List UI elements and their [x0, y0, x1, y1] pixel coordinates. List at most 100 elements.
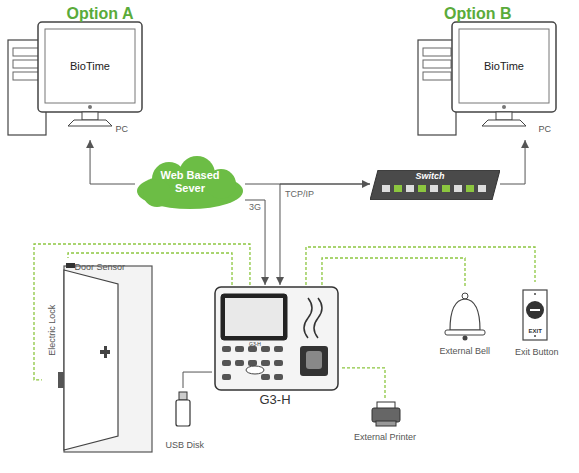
- switch-port: [478, 185, 486, 192]
- switch-port: [382, 185, 390, 192]
- keypad-keys-part: [261, 346, 270, 352]
- usb-disk-illustration: [176, 392, 190, 426]
- exit-button-illustration-part: [534, 335, 536, 337]
- printer-illustration-part: [376, 421, 396, 426]
- bell-illustration-part: [450, 299, 480, 330]
- switch-port: [406, 185, 414, 192]
- g3h-device-illustration-part: [314, 298, 322, 338]
- switch-port: [418, 185, 426, 192]
- bell-illustration-part: [462, 293, 468, 299]
- node-text: Exit Button: [515, 347, 559, 357]
- door: Door SensorElectric Lock: [42, 258, 157, 454]
- switch-port: [454, 185, 462, 192]
- edge-label: 3G: [248, 203, 262, 213]
- cloud-shape: [137, 156, 243, 209]
- node-text: BioTime: [484, 60, 524, 73]
- g3h-device-illustration-part: [300, 346, 328, 376]
- switch-port: [394, 185, 402, 192]
- keypad-keys-part: [222, 346, 231, 352]
- node-text: Door Sensor: [75, 262, 126, 272]
- switch-port: [430, 185, 438, 192]
- keypad-keys-part: [248, 360, 257, 366]
- node-text: Option B: [444, 5, 512, 23]
- pc-b-illustration-part: [418, 40, 456, 135]
- exit-button-illustration-part: [530, 309, 540, 311]
- cloud-shape-part: [143, 179, 171, 207]
- printer-illustration: [372, 402, 400, 426]
- node-text: Switch: [416, 171, 445, 181]
- keypad-keys: [222, 346, 283, 380]
- door-illustration-part: [104, 346, 107, 358]
- keypad-keys-part: [235, 346, 244, 352]
- external-bell: External Bell: [425, 288, 505, 360]
- door-illustration-part: [64, 270, 118, 450]
- bell-illustration: [445, 293, 485, 341]
- usb-disk-illustration-part: [176, 400, 190, 426]
- pc-b-illustration-part: [482, 120, 526, 126]
- pc-b-illustration-part: [423, 72, 451, 80]
- pc-a-illustration-part: [82, 112, 98, 120]
- keypad-keys-part: [261, 374, 270, 380]
- node-text: Electric Lock: [47, 305, 57, 356]
- keypad-keys-part: [222, 360, 231, 366]
- usb-disk-illustration-part: [179, 392, 187, 400]
- exit-button-illustration-part: [534, 293, 536, 295]
- node-text: PC: [539, 124, 552, 134]
- pc-a-illustration-part: [88, 105, 92, 109]
- keypad-keys-part: [261, 360, 270, 366]
- g3h-device-illustration-part: [225, 298, 283, 336]
- pc-b-illustration-part: [452, 22, 556, 112]
- node-text: Web Based Sever: [150, 169, 230, 194]
- bell-illustration-part: [445, 330, 485, 335]
- exit-button: EXIT Exit Button: [500, 282, 574, 362]
- keypad-keys-part: [274, 360, 283, 366]
- g3h-terminal: G3-HG3-H: [212, 285, 342, 413]
- node-text: PC: [116, 124, 129, 134]
- door-illustration-part: [58, 372, 64, 388]
- keypad-keys-part: [274, 374, 283, 380]
- pc-a-illustration-part: [13, 72, 41, 80]
- pc-a-illustration-part: [13, 48, 41, 56]
- cloud-server: Web Based Sever: [135, 155, 245, 213]
- signal-wire: [322, 258, 465, 288]
- exit-button-illustration-part: [523, 290, 547, 340]
- pc-a-illustration-part: [13, 60, 41, 68]
- pc-a-illustration: [8, 22, 142, 135]
- pc-a-illustration-part: [68, 120, 112, 126]
- pc-b-illustration-part: [423, 48, 451, 56]
- pc-a-illustration-part: [45, 29, 135, 103]
- node-text: External Bell: [440, 346, 491, 356]
- pc-option-b: Option B BioTimePC: [415, 4, 570, 140]
- exit-button-illustration: [523, 290, 547, 340]
- external-printer: External Printer: [345, 398, 445, 448]
- exit-button-illustration-part: [526, 301, 544, 319]
- node-text: BioTime: [70, 60, 110, 73]
- switch-port: [466, 185, 474, 192]
- node-text: EXIT: [529, 328, 542, 335]
- g3h-device-illustration-part: [246, 366, 264, 374]
- signal-wire: [342, 368, 385, 398]
- keypad-keys-part: [274, 346, 283, 352]
- signal-wire: [34, 244, 250, 380]
- pc-b-illustration-part: [496, 112, 512, 120]
- g3h-device-illustration: [215, 287, 338, 390]
- pc-b-illustration: [418, 22, 556, 135]
- node-text: Option A: [67, 5, 134, 23]
- node-text: G3-H: [249, 342, 261, 348]
- g3h-device-illustration-part: [215, 287, 338, 390]
- signal-wire: [68, 253, 232, 285]
- signal-wire: [306, 247, 535, 285]
- network-link: [500, 140, 525, 184]
- switch-port: [442, 185, 450, 192]
- bell-illustration-part: [463, 336, 468, 341]
- network-switch: Switch: [370, 170, 500, 200]
- switch-body: [370, 170, 500, 200]
- pc-b-illustration-part: [502, 105, 506, 109]
- g3h-device-illustration-part: [306, 351, 322, 369]
- keypad-keys-part: [222, 374, 231, 380]
- node-text: External Printer: [354, 432, 416, 442]
- edge-label: TCP/IP: [284, 190, 315, 200]
- keypad-keys-part: [235, 360, 244, 366]
